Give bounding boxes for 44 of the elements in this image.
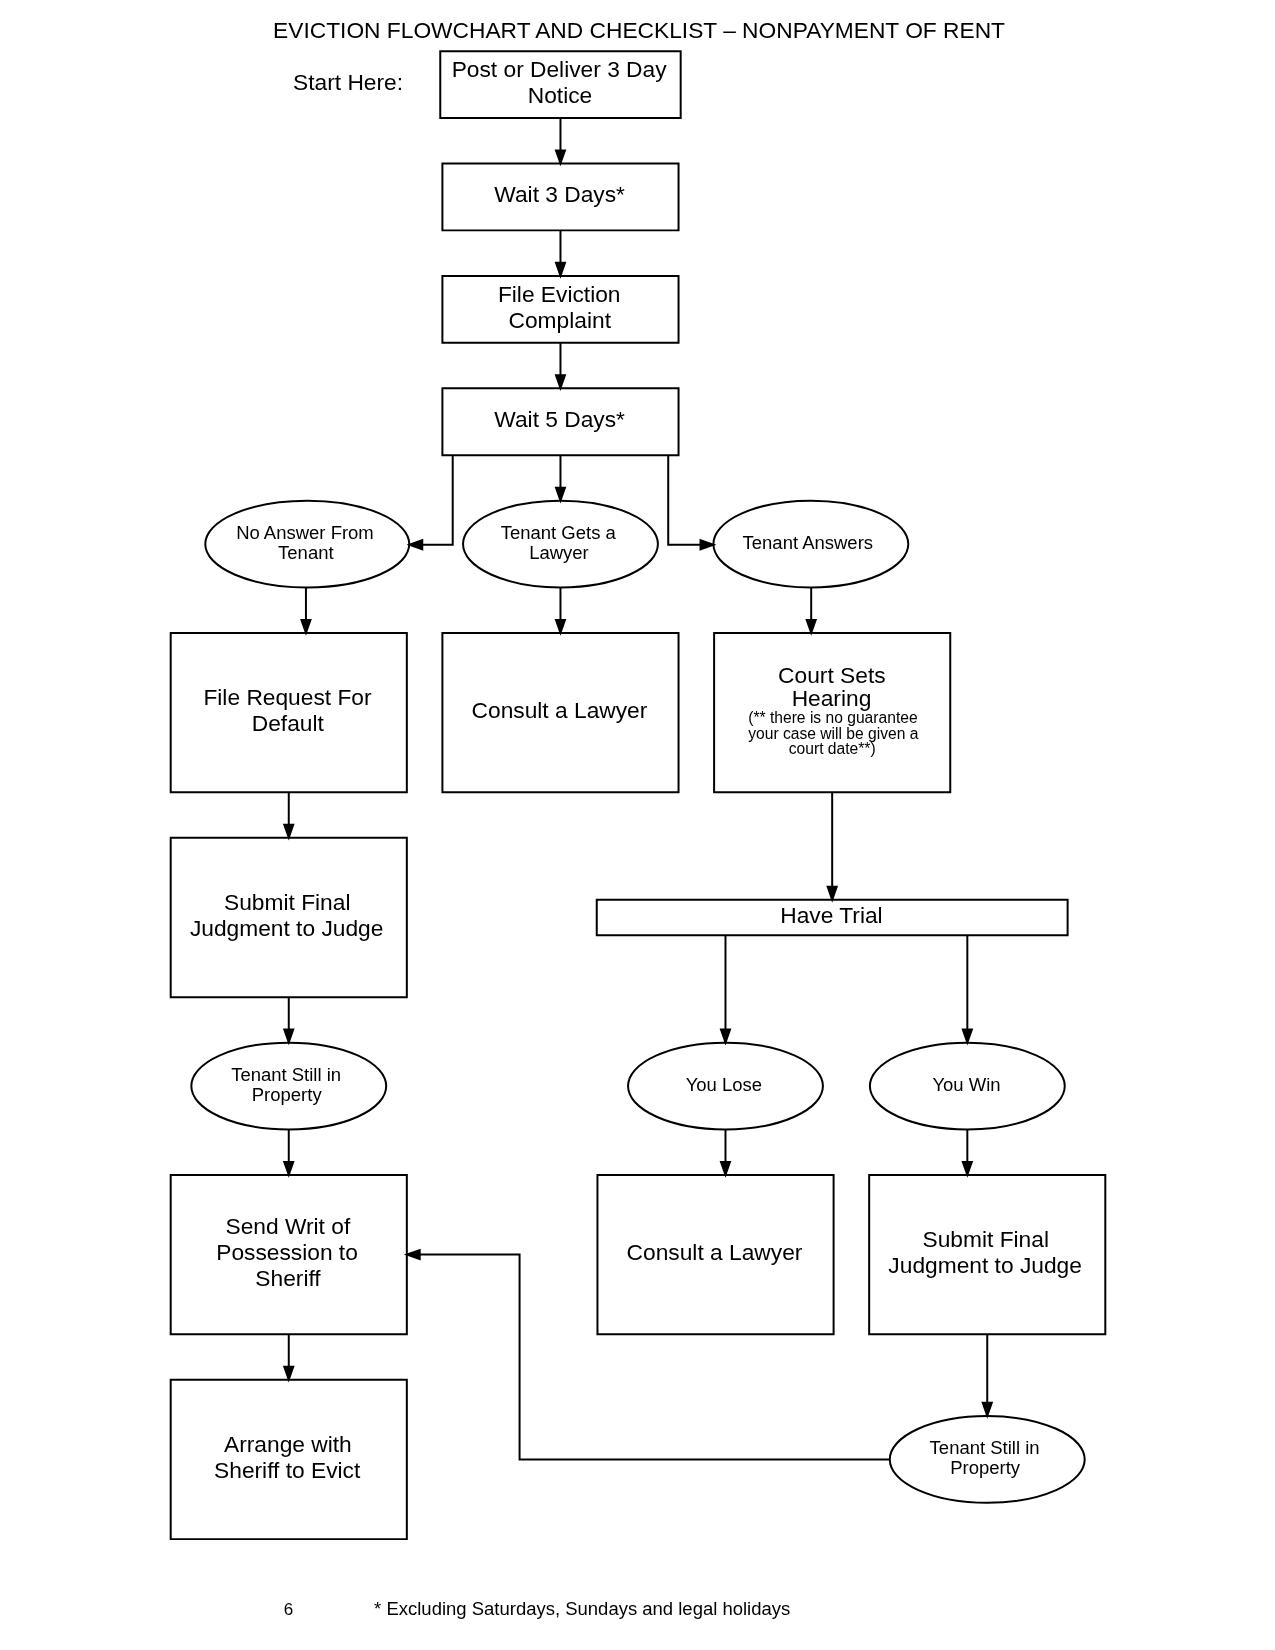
arrow	[804, 586, 817, 636]
node-box: Consult a Lawyer	[440, 631, 680, 794]
node-ellipse: Tenant Still in Property	[888, 1415, 1086, 1504]
arrow	[554, 229, 566, 279]
arrow	[554, 586, 566, 636]
node-box: Consult a Lawyer	[595, 1173, 835, 1336]
node-box: Send Writ of Possession to Sheriff	[169, 1173, 408, 1336]
label: 6	[283, 1599, 293, 1619]
node-box: Wait 3 Days*	[440, 162, 680, 232]
node-label: Start Here:	[292, 68, 403, 95]
arrow	[554, 454, 566, 504]
arrow	[666, 454, 716, 551]
arrow	[960, 1128, 973, 1178]
arrow	[282, 1128, 295, 1178]
node-ellipse: Tenant Still in Property	[189, 1041, 387, 1131]
node-box: Have Trial	[595, 898, 1069, 937]
node-box: Submit Final Judgment to Judge	[867, 1173, 1106, 1336]
arrow	[405, 454, 454, 551]
arrow	[554, 117, 566, 167]
node-box: Post or Deliver 3 Day Notice	[438, 50, 682, 119]
arrow	[299, 586, 312, 636]
arrow	[960, 934, 973, 1046]
arrow	[554, 342, 566, 391]
arrow	[282, 1333, 295, 1383]
node-box: Arrange with Sheriff to Evict	[169, 1378, 408, 1541]
caption: * Excluding Saturdays, Sundays and legal holidays	[373, 1598, 790, 1620]
node-box: File Eviction Complaint	[440, 274, 680, 344]
arrow	[403, 1248, 891, 1461]
node-box: Wait 5 Days*	[440, 387, 680, 457]
arrow	[719, 934, 731, 1046]
node-ellipse: Tenant Answers	[711, 499, 909, 589]
node-box: Court Sets Hearing (** there is no guarantee your case will be given a court date**)	[712, 631, 951, 794]
node-box: File Request For Default	[169, 631, 408, 794]
node-ellipse: Tenant Gets a Lawyer	[461, 499, 659, 589]
arrow	[282, 996, 295, 1046]
node-box: Submit Final Judgment to Judge	[169, 836, 408, 999]
node-ellipse: No Answer From Tenant	[203, 499, 410, 589]
arrow	[282, 791, 295, 841]
arrow	[719, 1128, 731, 1178]
diagram-title: EVICTION FLOWCHART AND CHECKLIST – NONPAYMENT OF RENT	[272, 17, 1005, 44]
arrow	[825, 791, 838, 903]
node-ellipse: You Lose	[626, 1041, 824, 1131]
arrow	[980, 1333, 993, 1419]
node-ellipse: You Win	[868, 1041, 1066, 1131]
